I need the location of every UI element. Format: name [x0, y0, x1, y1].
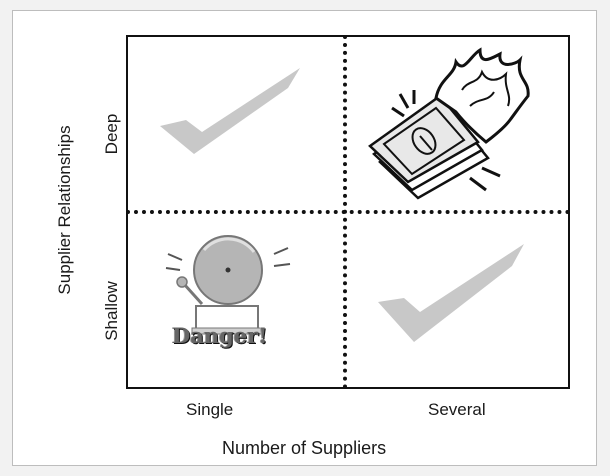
alarm-bell-icon	[165, 235, 291, 335]
burning-money-icon	[368, 47, 530, 200]
y-label-shallow: Shallow	[102, 281, 121, 341]
y-label-deep: Deep	[102, 113, 121, 155]
x-axis-title: Number of Suppliers	[222, 438, 387, 458]
danger-caption: Danger!	[172, 323, 268, 348]
horizontal-divider	[126, 210, 570, 214]
checkmark-icon	[160, 68, 300, 154]
x-label-single: Single	[186, 400, 234, 419]
y-axis-title: Supplier Relationships	[55, 125, 74, 295]
x-label-several: Several	[428, 400, 486, 419]
checkmark-icon	[378, 244, 524, 342]
